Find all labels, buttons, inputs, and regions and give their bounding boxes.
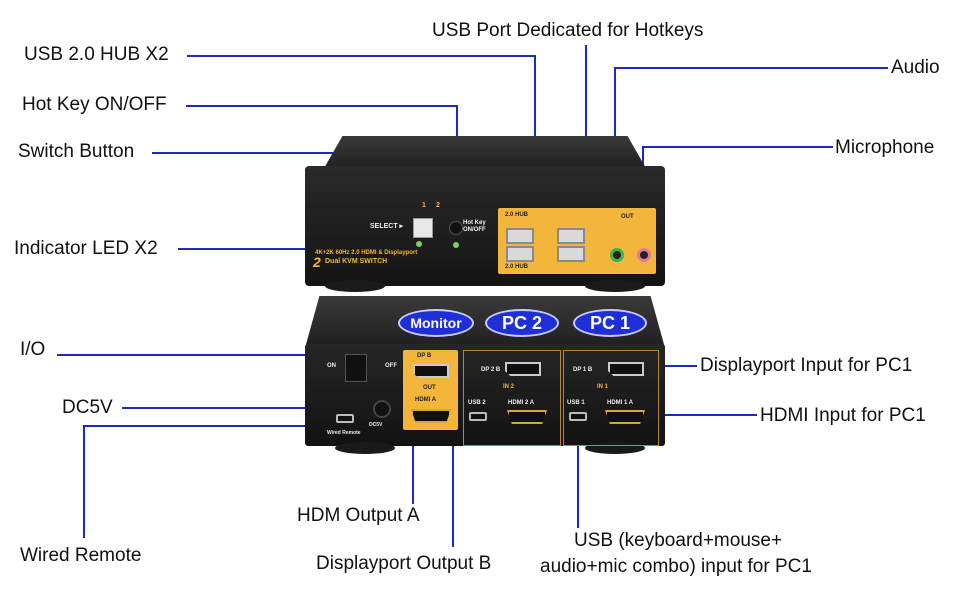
callout-hdmi-input-pc1: HDMI Input for PC1	[760, 405, 926, 426]
front-top-surface	[323, 136, 647, 170]
usb-hotkey-port[interactable]	[557, 246, 585, 262]
product-line1: 4K+2K 60Hz 2.0 HDMI & Displayport	[315, 250, 418, 256]
dc-jack[interactable]	[373, 400, 391, 418]
usb-hub-port[interactable]	[506, 246, 534, 262]
hdmi2-label: HDMI 2 A	[508, 400, 535, 406]
hdmi-output-a[interactable]	[411, 409, 451, 423]
out-dp-label: DP B	[417, 353, 432, 359]
foot	[325, 280, 385, 292]
callout-indicator-led: Indicator LED X2	[14, 238, 158, 259]
callout-dc5v: DC5V	[62, 397, 113, 418]
product-line2: Dual KVM SWITCH	[325, 258, 388, 265]
dp-output-b[interactable]	[413, 364, 449, 378]
out-hdmi-label: HDMI A	[415, 397, 437, 403]
foot	[335, 442, 395, 454]
callout-audio: Audio	[891, 57, 940, 78]
usb-hub-port[interactable]	[506, 228, 534, 244]
led2-label: 2	[436, 202, 440, 209]
kvm-front-view: SELECT ▸ 1 2 Hot Key ON/OFF 4K+2K 60Hz 2…	[305, 136, 665, 292]
dp2-label: DP 2 B	[481, 367, 501, 373]
callout-usb-input-line2: audio+mic combo) input for PC1	[540, 556, 812, 577]
dc-label: DC5V	[369, 422, 383, 428]
line-wired-remote	[83, 425, 341, 538]
mic-jack[interactable]	[637, 248, 651, 262]
hub-label-top: 2.0 HUB	[505, 212, 529, 218]
callout-dp-input-pc1: Displayport Input for PC1	[700, 355, 913, 376]
indicator-led	[416, 241, 422, 247]
kvm-rear-view: Monitor PC 2 PC 1 ON OFF Wired Remote DC…	[305, 296, 665, 454]
out-label: OUT	[621, 214, 634, 220]
in2-frame	[463, 350, 561, 446]
hdmi-input-pc2[interactable]	[507, 410, 547, 424]
foot	[585, 280, 645, 292]
callout-hdmi-output-a: HDM Output A	[297, 505, 420, 526]
power-switch[interactable]	[345, 354, 367, 382]
hotkey-button[interactable]	[449, 221, 463, 235]
callout-io: I/O	[20, 339, 46, 360]
callout-wired-remote: Wired Remote	[20, 545, 142, 566]
in1-frame	[563, 350, 659, 446]
hub-label-bottom: 2.0 HUB	[505, 264, 529, 270]
select-label: SELECT ▸	[370, 223, 404, 230]
out-label: OUT	[423, 385, 436, 391]
usb-hotkey-port[interactable]	[557, 228, 585, 244]
on-label: ON	[327, 363, 336, 369]
badge-pc2: PC 2	[485, 309, 559, 337]
usb1-label: USB 1	[567, 400, 585, 406]
usb-input-pc2[interactable]	[469, 412, 487, 421]
led1-label: 1	[422, 202, 426, 209]
usb2-label: USB 2	[468, 400, 486, 406]
callout-usb-input-line1: USB (keyboard+mouse+	[574, 530, 783, 551]
switch-button[interactable]	[413, 218, 433, 238]
dp-input-pc1[interactable]	[608, 362, 644, 376]
badge-monitor: Monitor	[398, 309, 474, 337]
callout-usb-hub: USB 2.0 HUB X2	[24, 44, 169, 65]
dp1-label: DP 1 B	[573, 367, 593, 373]
callout-dp-output-b: Displayport Output B	[316, 553, 492, 574]
line-microphone	[642, 146, 833, 234]
in1-label: IN 1	[597, 384, 609, 390]
in2-label: IN 2	[503, 384, 515, 390]
wired-remote-label: Wired Remote	[327, 430, 361, 436]
off-label: OFF	[385, 363, 397, 369]
wired-remote-port[interactable]	[336, 414, 354, 423]
callout-usb-hotkeys: USB Port Dedicated for Hotkeys	[432, 20, 704, 41]
callout-microphone: Microphone	[835, 137, 935, 158]
callout-hot-key: Hot Key ON/OFF	[22, 94, 167, 115]
product-number: 2	[313, 254, 321, 270]
hotkey-label: Hot Key ON/OFF	[463, 220, 486, 233]
audio-jack[interactable]	[610, 248, 624, 262]
hdmi-input-pc1[interactable]	[605, 410, 645, 424]
badge-pc1: PC 1	[573, 309, 647, 337]
callout-switch-button: Switch Button	[18, 141, 135, 162]
hdmi1-label: HDMI 1 A	[607, 400, 634, 406]
indicator-led	[453, 242, 459, 248]
dp-input-pc2[interactable]	[505, 362, 541, 376]
usb-input-pc1[interactable]	[569, 412, 587, 421]
